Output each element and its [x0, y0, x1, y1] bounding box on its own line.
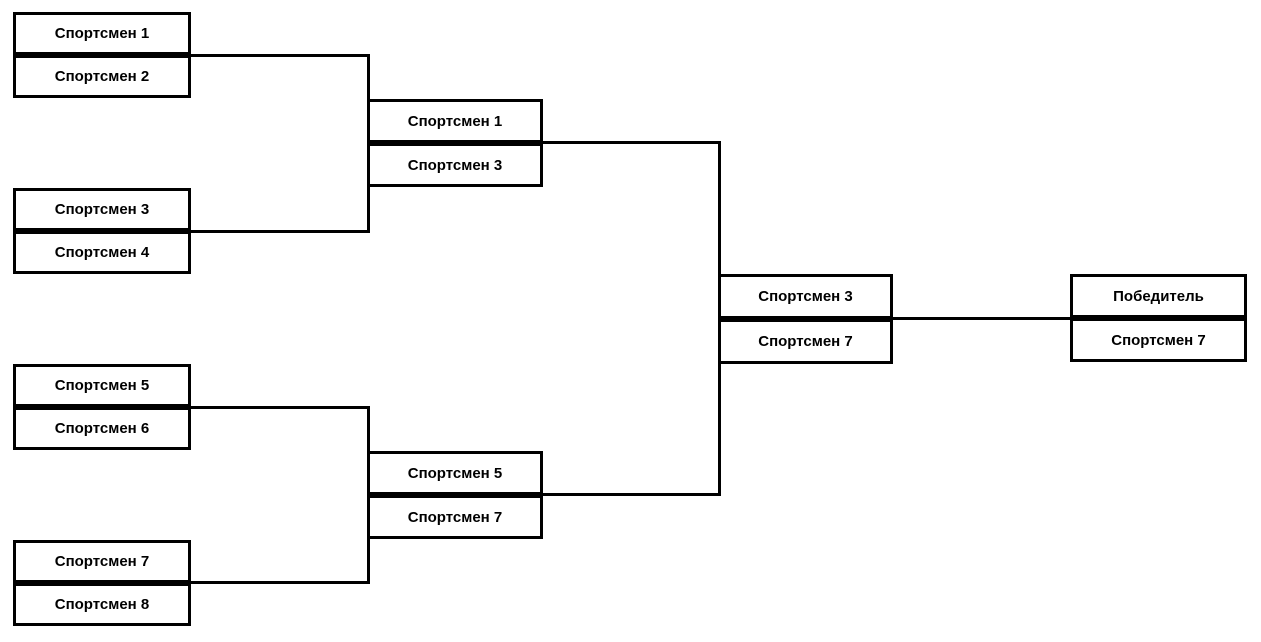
bracket-cell-semifinal1-bottom: Спортсмен 3	[367, 143, 543, 187]
bracket-cell-semifinal2-bottom: Спортсмен 7	[367, 495, 543, 539]
bracket-cell-round1-match2-bottom: Спортсмен 4	[13, 231, 191, 274]
bracket-cell-final-bottom: Спортсмен 7	[718, 319, 893, 364]
bracket-cell-final-top: Спортсмен 3	[718, 274, 893, 319]
connector-sf1-horizontal-line	[543, 141, 721, 144]
connector-winner-horizontal-line	[893, 317, 1070, 320]
bracket-cell-round1-match2-top: Спортсмен 3	[13, 188, 191, 231]
bracket-cell-round1-match1-bottom: Спортсмен 2	[13, 55, 191, 98]
connector-r1m2-horizontal-line	[191, 230, 370, 233]
bracket-cell-semifinal1-top: Спортсмен 1	[367, 99, 543, 143]
connector-r1m1-horizontal-line	[191, 54, 370, 57]
bracket-cell-round1-match4-bottom: Спортсмен 8	[13, 583, 191, 626]
bracket-cell-round1-match3-bottom: Спортсмен 6	[13, 407, 191, 450]
bracket-cell-winner-name: Спортсмен 7	[1070, 318, 1247, 362]
bracket-cell-winner-label: Победитель	[1070, 274, 1247, 318]
bracket-cell-semifinal2-top: Спортсмен 5	[367, 451, 543, 495]
connector-r1m4-horizontal-line	[191, 581, 370, 584]
bracket-cell-round1-match1-top: Спортсмен 1	[13, 12, 191, 55]
bracket-cell-round1-match3-top: Спортсмен 5	[13, 364, 191, 407]
bracket-cell-round1-match4-top: Спортсмен 7	[13, 540, 191, 583]
connector-r1m3-horizontal-line	[191, 406, 370, 409]
connector-sf2-horizontal-line	[543, 493, 721, 496]
